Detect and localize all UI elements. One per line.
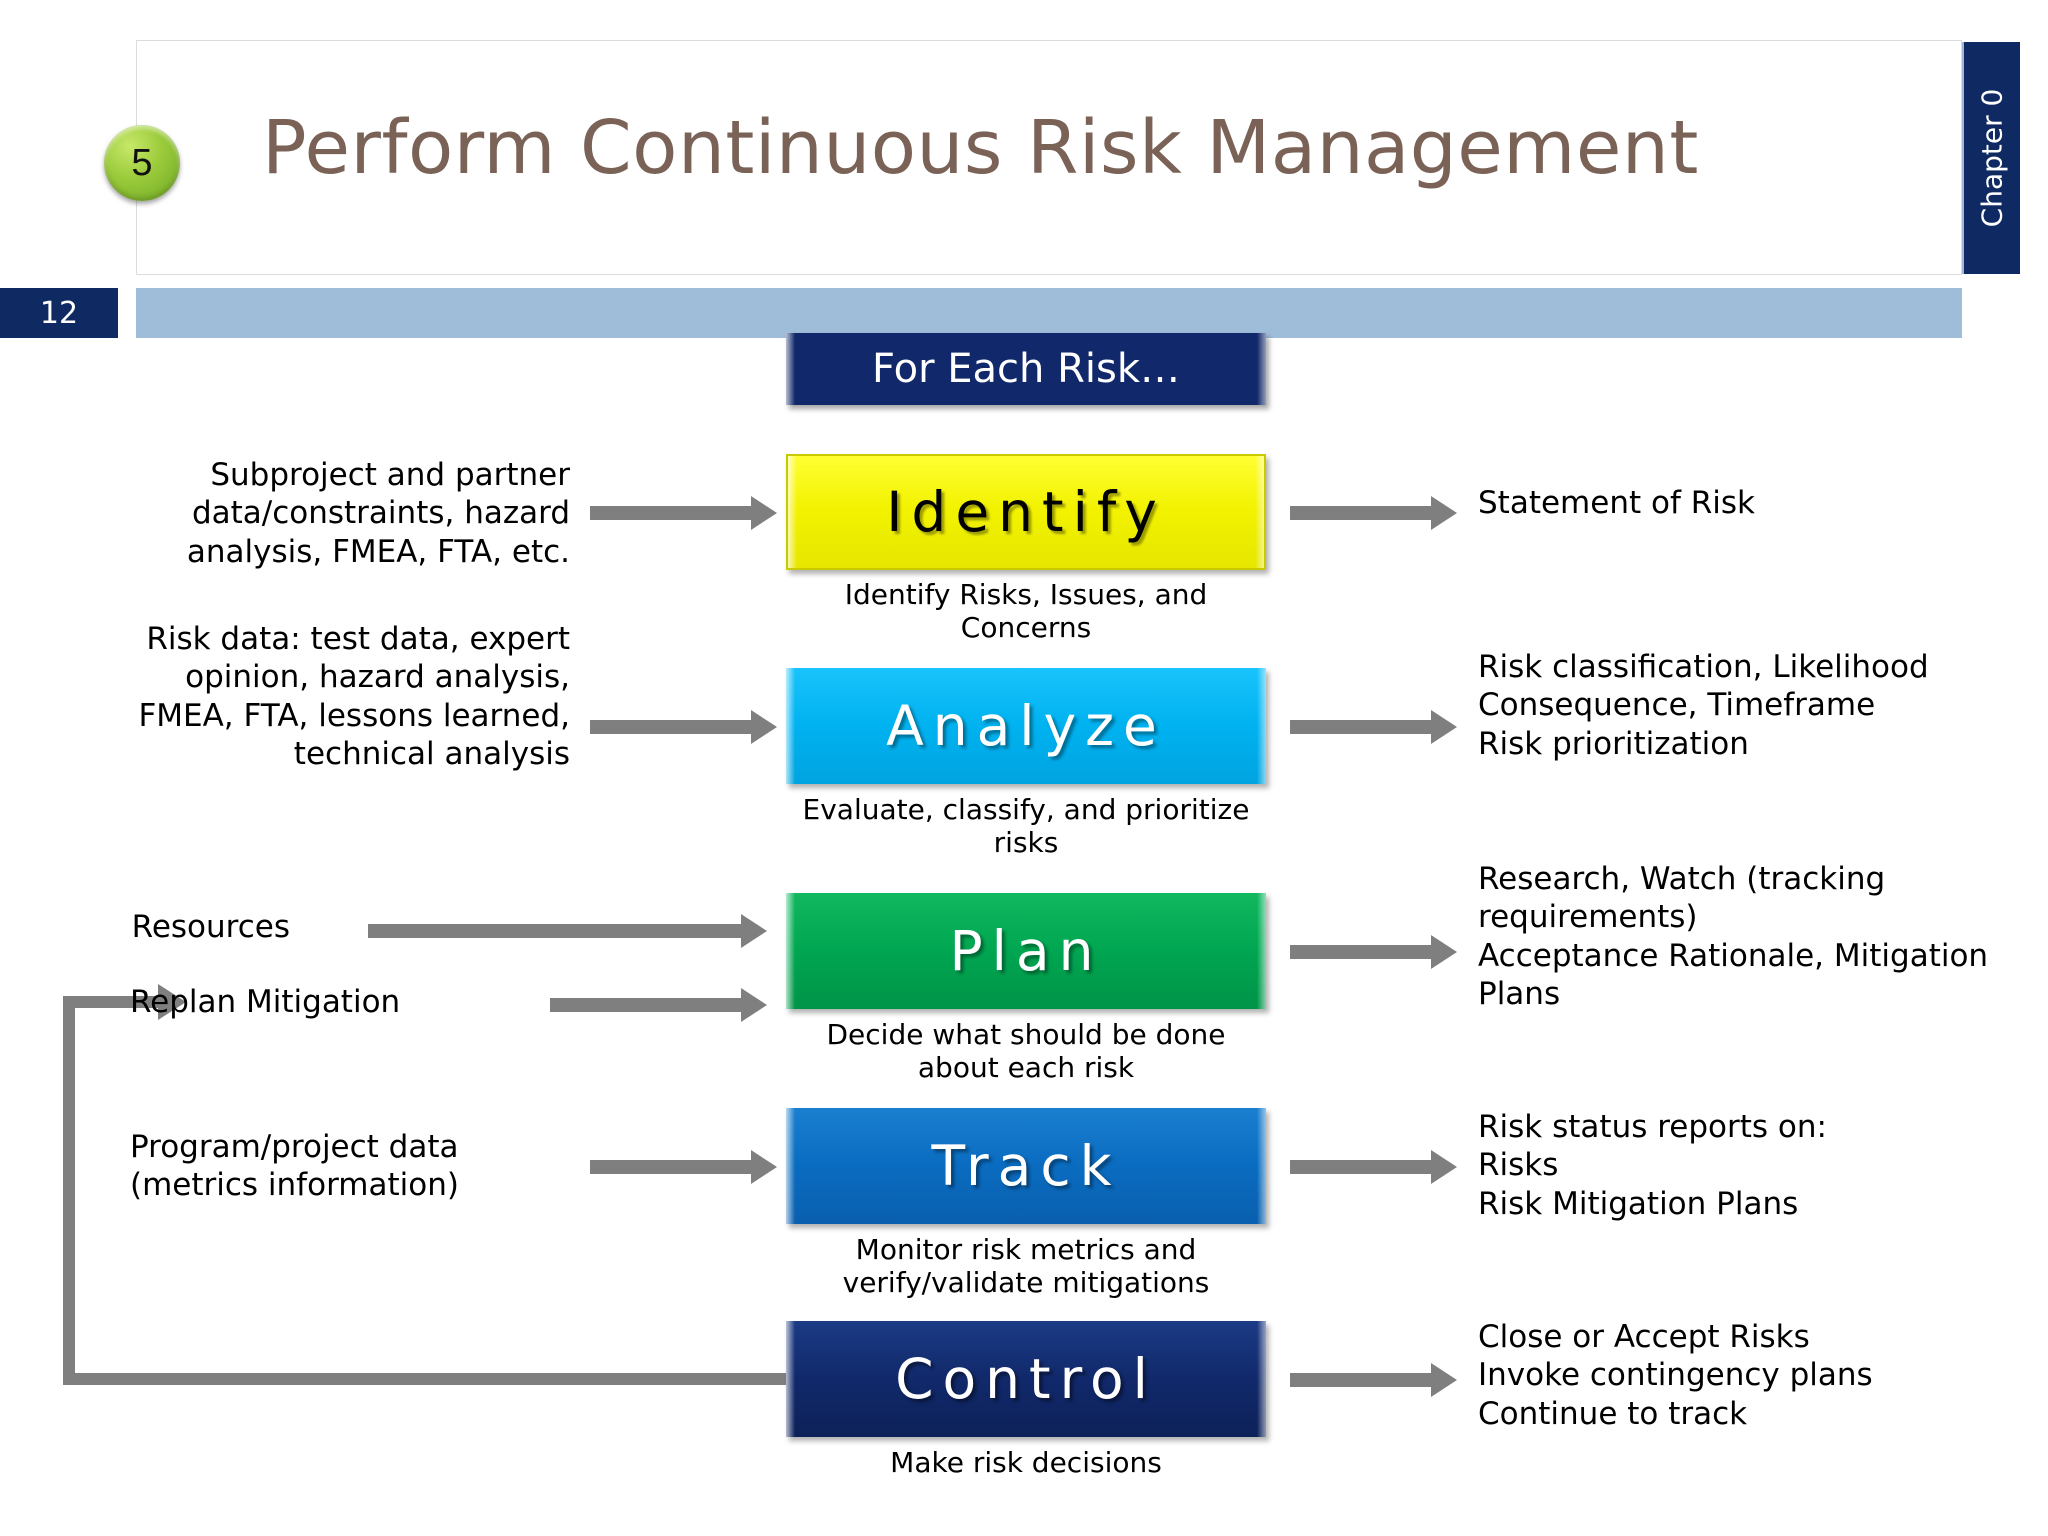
stage-output-track: Risk status reports on: Risks Risk Mitig… <box>1478 1109 1827 1222</box>
page-number-text: 12 <box>39 295 79 331</box>
arrow-output-track <box>1290 1150 1457 1184</box>
arrow-input-plan-resources <box>368 914 767 948</box>
arrow-input-track <box>590 1150 777 1184</box>
chapter-number-badge: 5 <box>104 125 180 201</box>
header-accent-bar <box>136 288 1962 338</box>
risk-management-flow-diagram: For Each Risk… Identify Identify Risks, … <box>0 333 2048 1536</box>
stage-input-plan-replan: Replan Mitigation <box>130 984 401 1020</box>
arrow-output-identify <box>1290 496 1457 530</box>
stage-caption-plan: Decide what should be done about each ri… <box>826 1018 1226 1085</box>
stage-input-analyze: Risk data: test data, expert opinion, ha… <box>138 621 570 773</box>
stage-output-identify: Statement of Risk <box>1478 485 1755 521</box>
feedback-loop-path <box>0 338 2048 1536</box>
for-each-risk-banner-label: For Each Risk… <box>872 346 1180 392</box>
stage-caption-analyze: Evaluate, classify, and prioritize risks <box>802 793 1250 860</box>
stage-output-analyze: Risk classification, Likelihood Conseque… <box>1478 649 1929 762</box>
chapter-tab-label: Chapter 0 <box>1975 88 2009 228</box>
arrow-input-analyze <box>590 710 777 744</box>
stage-box-identify[interactable]: Identify <box>786 454 1266 570</box>
stage-box-track[interactable]: Track <box>786 1108 1266 1224</box>
stage-caption-track: Monitor risk metrics and verify/validate… <box>842 1233 1210 1300</box>
stage-input-track: Program/project data (metrics informatio… <box>130 1129 459 1204</box>
feedback-loop-bottom-segment <box>63 1373 793 1385</box>
stage-label-analyze: Analyze <box>886 694 1166 758</box>
arrow-output-analyze <box>1290 710 1457 744</box>
stage-output-control: Close or Accept Risks Invoke contingency… <box>1478 1319 1873 1432</box>
arrow-input-plan-replan <box>550 988 767 1022</box>
stage-box-analyze[interactable]: Analyze <box>786 668 1266 784</box>
arrow-output-plan <box>1290 935 1457 969</box>
page-number-box: 12 <box>0 288 118 338</box>
stage-box-plan[interactable]: Plan <box>786 893 1266 1009</box>
chapter-tab: Chapter 0 <box>1962 42 2020 274</box>
header-band <box>136 40 1962 275</box>
feedback-loop-arrow-head <box>158 984 186 1020</box>
stage-input-identify: Subproject and partner data/constraints,… <box>186 457 570 570</box>
stage-label-identify: Identify <box>886 480 1166 544</box>
stage-input-plan-resources: Resources <box>131 909 290 945</box>
feedback-loop-vertical-segment <box>63 996 75 1385</box>
stage-caption-control: Make risk decisions <box>890 1446 1162 1479</box>
stage-box-control[interactable]: Control <box>786 1321 1266 1437</box>
stage-output-plan: Research, Watch (tracking requirements) … <box>1478 861 1989 1013</box>
page-title: Perform Continuous Risk Management <box>262 105 1699 191</box>
stage-label-control: Control <box>895 1347 1157 1411</box>
arrow-input-identify <box>590 496 777 530</box>
chapter-number-text: 5 <box>131 142 153 184</box>
arrow-output-control <box>1290 1363 1457 1397</box>
feedback-loop-top-segment <box>63 996 161 1008</box>
stage-label-track: Track <box>931 1134 1121 1198</box>
stage-caption-identify: Identify Risks, Issues, and Concerns <box>844 578 1208 645</box>
for-each-risk-banner: For Each Risk… <box>786 333 1266 405</box>
stage-label-plan: Plan <box>949 919 1103 983</box>
